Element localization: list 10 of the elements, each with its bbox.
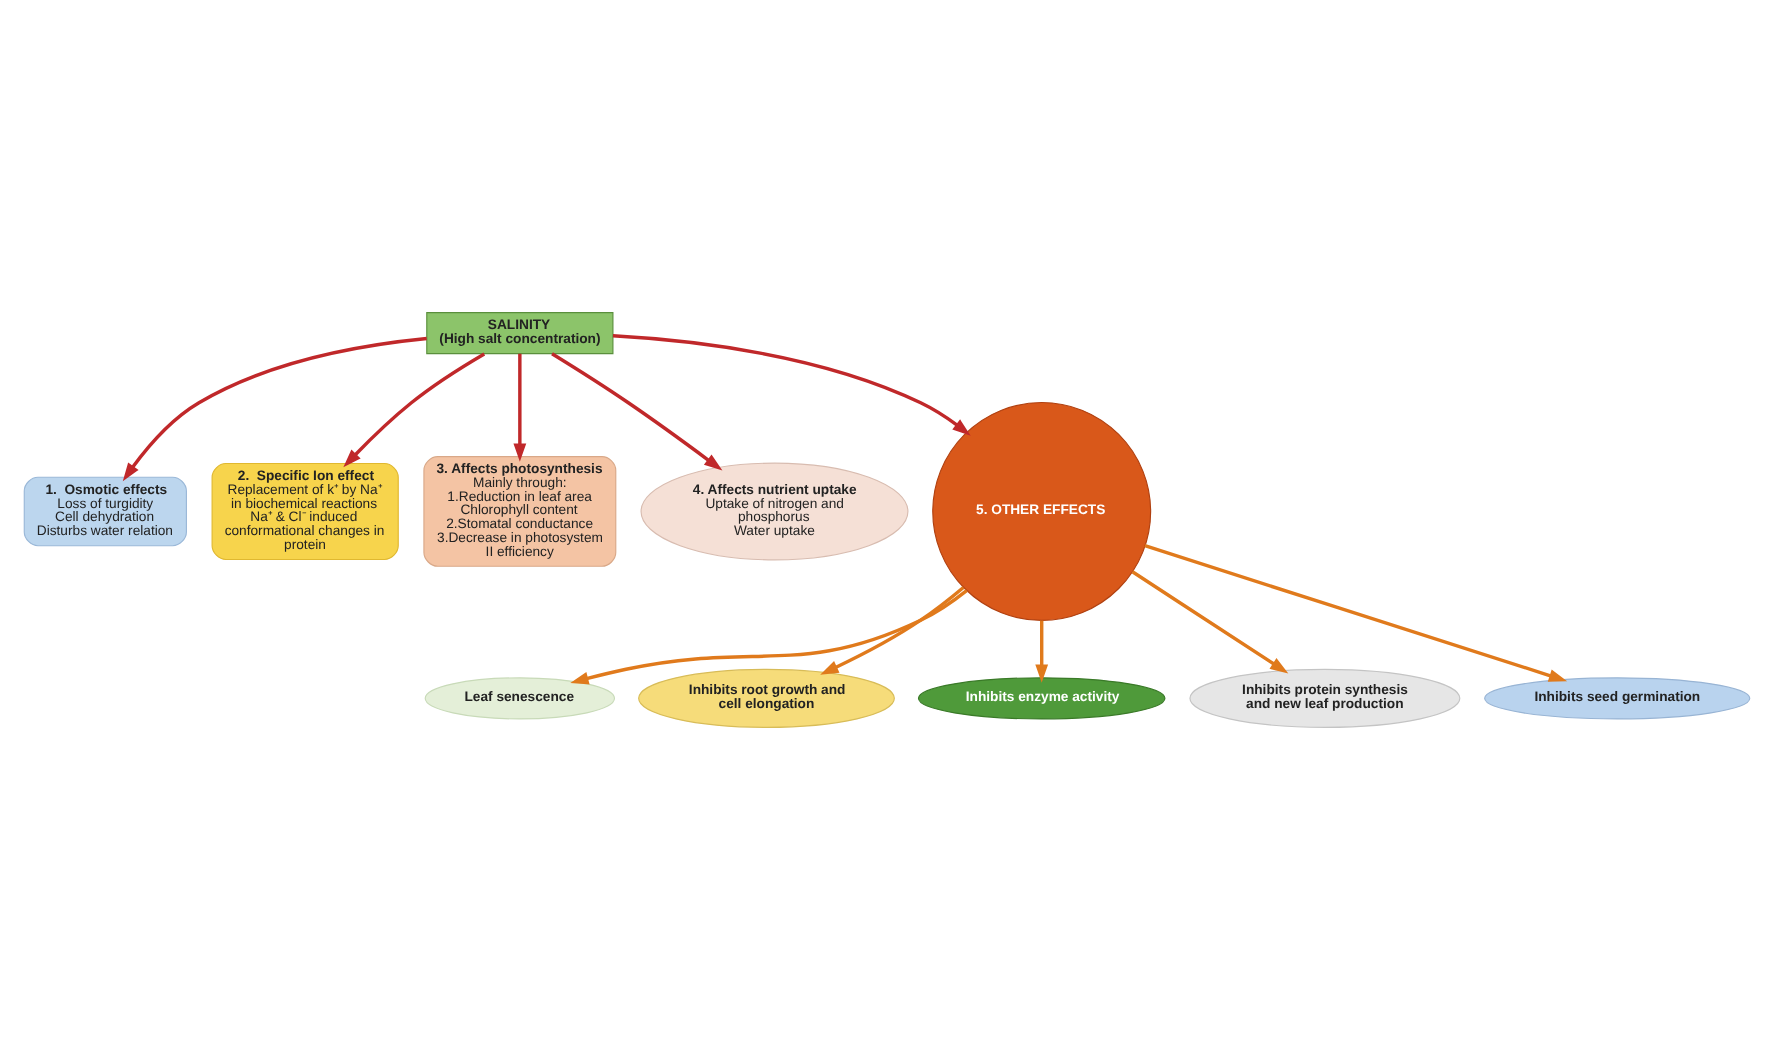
arrow [1035,619,1049,682]
arrow [570,588,968,684]
arrow [1131,569,1289,673]
arrow [122,335,427,481]
arrow [820,585,965,674]
arrow [551,351,723,470]
arrow [612,333,971,435]
arrow [1144,543,1568,681]
arrow [513,352,527,461]
arrow [343,351,486,467]
